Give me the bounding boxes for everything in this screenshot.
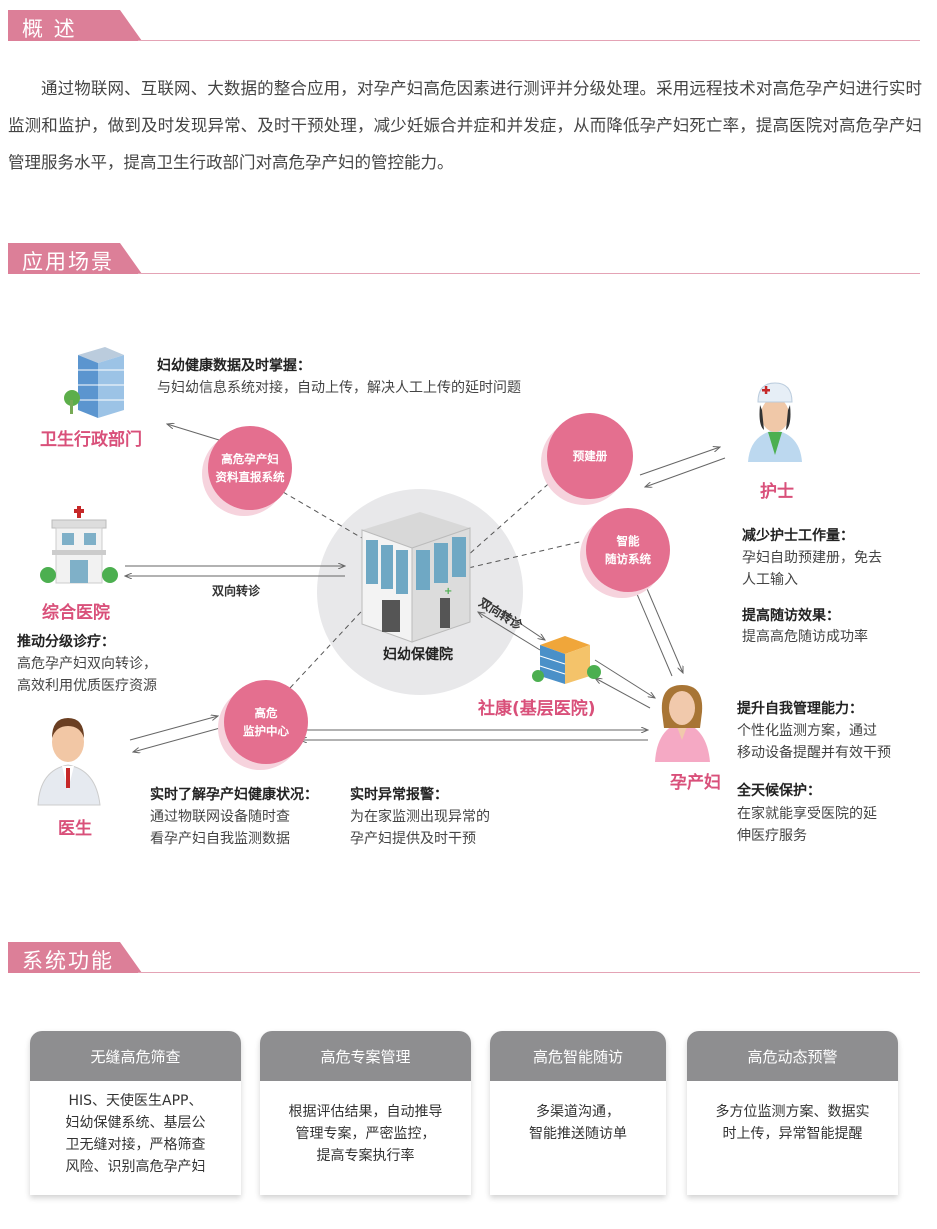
system-circle-report: 高危孕产妇资料直报系统: [208, 426, 292, 510]
overview-text: 通过物联网、互联网、大数据的整合应用，对孕产妇高危因素进行测评并分级处理。采用远…: [8, 79, 922, 172]
nurse-avatar-icon: [748, 382, 802, 462]
card-title: 高危专案管理: [260, 1031, 471, 1081]
card-title: 无缝高危筛查: [30, 1031, 241, 1081]
pregnant-woman-avatar-icon: [655, 685, 710, 762]
note-title: 实时了解孕产妇健康状况：: [150, 787, 318, 803]
function-card: 高危专案管理 根据评估结果，自动推导管理专案，严密监控，提高专案执行率: [260, 1031, 471, 1195]
section-header-scenarios: 应用场景: [8, 243, 920, 275]
system-circle-prebuild: 预建册: [547, 413, 633, 499]
doctor-avatar-icon: [37, 718, 101, 806]
card-body: 多渠道沟通，智能推送随访单: [529, 1104, 627, 1142]
center-label: 妇幼保健院: [383, 647, 453, 663]
node-label-nurse: 护士: [760, 482, 794, 502]
divider: [138, 972, 920, 973]
note-title: 全天候保护：: [737, 783, 821, 799]
note-title: 推动分级诊疗：: [17, 634, 115, 650]
svg-text:+: +: [444, 586, 452, 597]
arrow-label-referral: 双向转诊: [212, 584, 261, 598]
divider: [138, 40, 920, 41]
note-title: 妇幼健康数据及时掌握：: [157, 358, 311, 374]
section-title: 系统功能: [22, 949, 114, 973]
note-text: 提高高危随访成功率: [742, 629, 868, 645]
general-hospital-icon: [40, 506, 118, 584]
maternal-hospital-building-icon: +: [361, 512, 471, 643]
card-body: 根据评估结果，自动推导管理专案，严密监控，提高专案执行率: [288, 1104, 443, 1164]
card-body: 多方位监测方案、数据实时上传，异常智能提醒: [715, 1104, 870, 1142]
function-card: 高危动态预警 多方位监测方案、数据实时上传，异常智能提醒: [687, 1031, 898, 1195]
section-header-functions: 系统功能: [8, 942, 920, 974]
card-title: 高危动态预警: [687, 1031, 898, 1081]
note-text: 孕妇自助预建册，免去人工输入: [742, 550, 882, 588]
note-text: 为在家监测出现异常的孕产妇提供及时干预: [350, 809, 490, 847]
note-title: 提升自我管理能力：: [737, 701, 863, 717]
system-circle-followup: 智能随访系统: [586, 508, 670, 592]
card-title: 高危智能随访: [490, 1031, 666, 1081]
node-label-gov: 卫生行政部门: [40, 430, 142, 450]
node-label-doctor: 医生: [58, 819, 92, 839]
community-hospital-icon: [532, 636, 601, 684]
note-text: 通过物联网设备随时查看孕产妇自我监测数据: [150, 809, 290, 847]
note-title: 提高随访效果：: [742, 608, 840, 624]
divider: [138, 273, 920, 274]
section-title: 应用场景: [22, 250, 114, 274]
node-label-pregnant: 孕产妇: [670, 773, 721, 793]
function-card: 无缝高危筛查 HIS、天使医生APP、妇幼保健系统、基层公卫无缝对接，严格筛查风…: [30, 1031, 241, 1195]
section-title: 概 述: [22, 17, 77, 41]
note-text: 高危孕产妇双向转诊，高效利用优质医疗资源: [17, 656, 157, 694]
government-building-icon: [64, 347, 124, 418]
node-label-hospital: 综合医院: [42, 603, 110, 623]
note-text: 在家就能享受医院的延伸医疗服务: [737, 806, 877, 844]
note-text: 个性化监测方案，通过移动设备提醒并有效干预: [737, 723, 891, 761]
function-card: 高危智能随访 多渠道沟通，智能推送随访单: [490, 1031, 666, 1195]
section-header-overview: 概 述: [8, 10, 920, 42]
note-title: 减少护士工作量：: [742, 528, 854, 544]
node-label-community: 社康(基层医院): [478, 699, 596, 719]
note-text: 与妇幼信息系统对接，自动上传，解决人工上传的延时问题: [157, 380, 521, 396]
note-title: 实时异常报警：: [350, 787, 448, 803]
card-body: HIS、天使医生APP、妇幼保健系统、基层公卫无缝对接，严格筛查风险、识别高危孕…: [65, 1093, 206, 1175]
system-circle-monitor: 高危监护中心: [224, 680, 308, 764]
